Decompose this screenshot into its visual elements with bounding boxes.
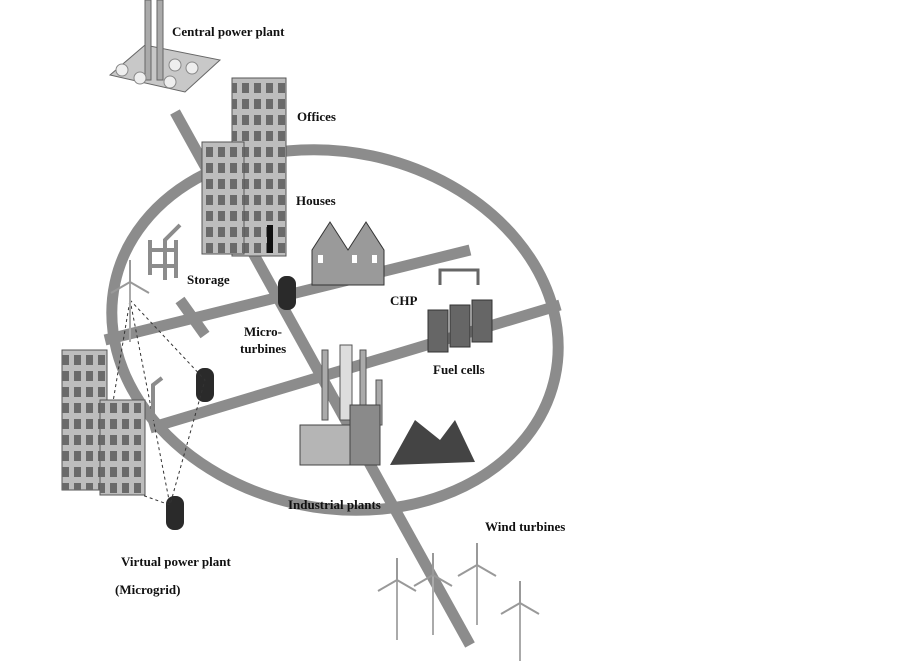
- offices-icon: [201, 77, 287, 257]
- label-storage: Storage: [187, 272, 230, 287]
- virtual-power-plant-buildings-icon: [61, 349, 164, 496]
- storage-road: [175, 296, 210, 339]
- label-micro-turbines-line2: turbines: [240, 341, 286, 356]
- ring-road: [106, 144, 564, 516]
- label-fuel-cells: Fuel cells: [433, 362, 485, 377]
- label-offices: Offices: [297, 109, 336, 124]
- label-central-power-plant: Central power plant: [172, 24, 285, 39]
- houses-icon: [311, 221, 385, 286]
- label-houses: Houses: [296, 193, 336, 208]
- label-virtual-power-plant: Virtual power plant: [121, 554, 231, 569]
- industrial-plants-icon: [299, 344, 475, 466]
- label-chp: CHP: [390, 293, 418, 308]
- label-microgrid: (Microgrid): [115, 582, 180, 597]
- label-industrial-plants: Industrial plants: [288, 497, 381, 512]
- fuel-cells-icon: [427, 268, 493, 353]
- label-wind-turbines: Wind turbines: [485, 519, 565, 534]
- central-power-plant-icon: [108, 0, 222, 93]
- label-micro-turbines-line1: Micro-: [244, 324, 282, 339]
- storage-icon: [148, 223, 182, 280]
- micro-turbine-icon: [166, 276, 296, 530]
